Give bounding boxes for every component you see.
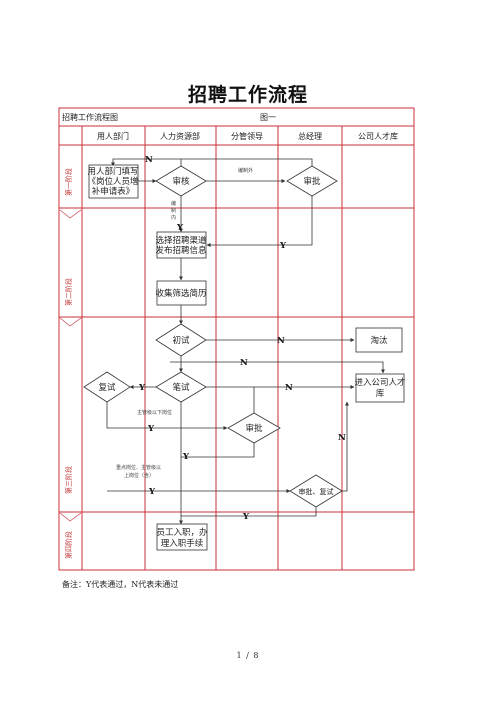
- node-written-label: 笔试: [172, 382, 190, 393]
- stage-label-3: 第三阶段: [64, 466, 73, 494]
- node-onboard: 员工入职，办 理入职手续: [156, 523, 208, 551]
- node-collect: 收集筛选简历: [155, 280, 207, 306]
- stage-label-1: 第一阶段: [64, 168, 73, 196]
- node-hr-review: 审核: [155, 165, 207, 197]
- table-frame: [58, 107, 415, 571]
- stage-label-2: 第二阶段: [64, 278, 73, 306]
- node-onboard-line-1: 员工入职，办: [156, 527, 208, 538]
- node-written-test: 笔试: [155, 371, 207, 403]
- node-leader-approve: 审批: [227, 412, 281, 444]
- flag-y-2: Y: [279, 241, 287, 251]
- node-reject-label: 淘汰: [370, 335, 388, 346]
- stage-label-4: 第四阶段: [64, 531, 73, 559]
- flag-y-3: Y: [138, 383, 146, 393]
- node-post-job: 选择招聘渠道 发布招聘信息: [155, 231, 207, 259]
- node-leader-approve-label: 审批: [245, 423, 263, 434]
- footnote: 备注：Y代表通过，N代表未通过: [62, 580, 179, 589]
- node-apply-line-1: 用人部门填写: [87, 166, 138, 177]
- flag-n-2: N: [277, 336, 285, 346]
- flag-y-5: Y: [182, 452, 190, 462]
- node-gm-approve-1: 审批: [286, 165, 338, 197]
- note-key-posts-1: 重点岗位、主管级以: [116, 464, 161, 471]
- flag-y-4: Y: [147, 424, 155, 434]
- node-gm-approve-2-label: 审批、复试: [299, 487, 334, 496]
- lane-header-leader: 分管领导: [231, 131, 263, 141]
- node-reject: 淘汰: [355, 327, 403, 353]
- node-retest: 复试: [83, 371, 131, 403]
- lane-header-user-dept: 用人部门: [97, 131, 129, 141]
- connectors: [106, 158, 385, 525]
- flag-n-1: N: [145, 155, 153, 165]
- node-initial-interview: 初试: [155, 323, 207, 357]
- figure-label: 图一: [260, 113, 276, 122]
- node-apply-line-2: 《岗位人员增: [87, 176, 138, 187]
- stage-chevrons: [59, 209, 82, 522]
- flag-y-6: Y: [148, 487, 156, 497]
- flag-y-7: Y: [242, 512, 250, 522]
- node-talent-pool-line-2: 库: [376, 388, 385, 399]
- node-gm-approve-2: 审批、复试: [289, 474, 343, 508]
- node-collect-label: 收集筛选简历: [155, 288, 207, 299]
- note-in-quota-2: 制: [171, 207, 176, 214]
- node-talent-pool: 进入公司人才 库: [354, 373, 406, 403]
- note-key-posts-2: 上岗位（含）: [124, 472, 154, 479]
- flag-n-3: N: [240, 358, 248, 368]
- node-apply-line-3: 补申请表》: [92, 186, 135, 197]
- page-title: 招聘工作流程: [187, 84, 308, 106]
- page-number: 1 / 8: [236, 651, 260, 660]
- flag-n-4: N: [285, 383, 293, 393]
- node-hr-review-label: 审核: [172, 176, 190, 187]
- lane-header-hr: 人力资源部: [160, 131, 200, 141]
- chart-caption: 招聘工作流程图: [62, 112, 118, 122]
- node-retest-label: 复试: [98, 382, 116, 393]
- note-in-quota-1: 编: [171, 200, 176, 207]
- lane-header-talent-pool: 公司人才库: [358, 131, 398, 141]
- note-over-quota: 编制外: [238, 167, 253, 174]
- node-post-job-line-1: 选择招聘渠道: [155, 235, 207, 246]
- note-in-quota-3: 内: [171, 214, 176, 221]
- flag-n-5: N: [338, 433, 346, 443]
- node-post-job-line-2: 发布招聘信息: [155, 245, 207, 256]
- flag-y-1: Y: [176, 223, 184, 233]
- node-initial-label: 初试: [172, 335, 190, 346]
- lane-header-gm: 总经理: [298, 131, 322, 141]
- note-below-supervisor: 主管级以下岗位: [137, 409, 172, 416]
- node-apply: 用人部门填写 《岗位人员增 补申请表》: [87, 164, 139, 199]
- node-talent-pool-line-1: 进入公司人才: [354, 377, 405, 388]
- node-gm-approve-1-label: 审批: [303, 176, 321, 187]
- node-onboard-line-2: 理入职手续: [161, 538, 204, 549]
